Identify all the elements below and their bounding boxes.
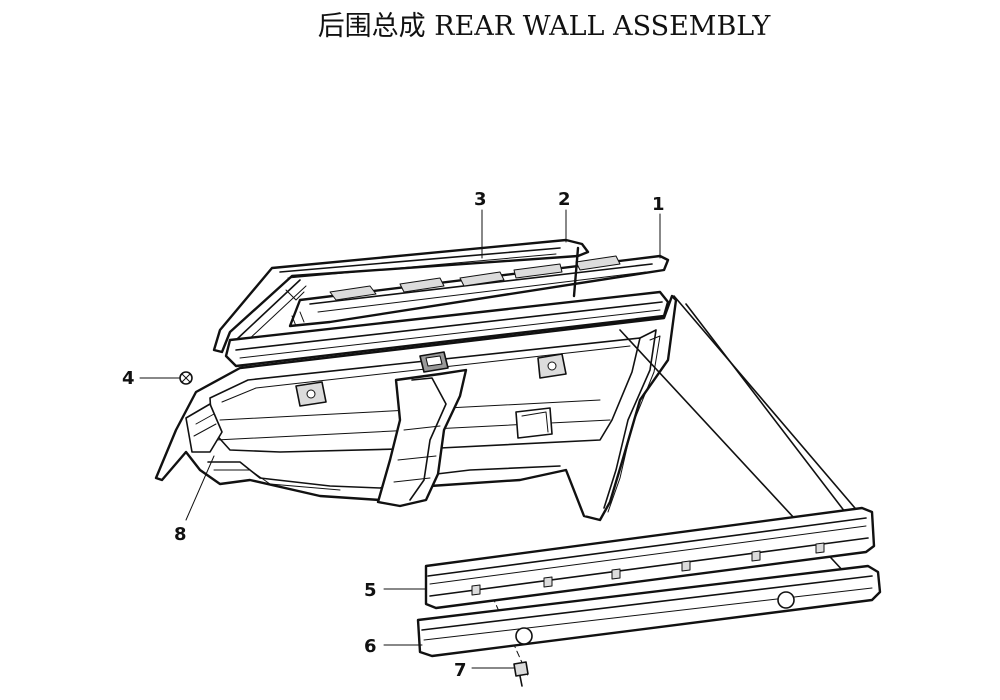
page-title: 后围总成 REAR WALL ASSEMBLY [317, 11, 771, 42]
part-5-sill-channel [424, 506, 876, 610]
callout-2: 2 [558, 189, 571, 210]
callout-1: 1 [652, 194, 665, 215]
callout-6: 6 [364, 636, 377, 657]
callout-labels: 3 2 1 4 8 5 6 7 [122, 189, 665, 681]
callout-8: 8 [174, 524, 187, 545]
callout-7: 7 [454, 660, 467, 681]
part-4-clip [179, 371, 193, 385]
leader-lines [139, 209, 661, 669]
part-3-window-frame [212, 238, 590, 354]
part-7-fastener [513, 661, 529, 687]
center-reinforcement [376, 368, 468, 508]
callout-5: 5 [364, 580, 377, 601]
callout-4: 4 [122, 368, 135, 389]
callout-3: 3 [474, 189, 487, 210]
part-1-upper-rail [288, 254, 670, 328]
part-6-sill-cover [416, 564, 882, 658]
